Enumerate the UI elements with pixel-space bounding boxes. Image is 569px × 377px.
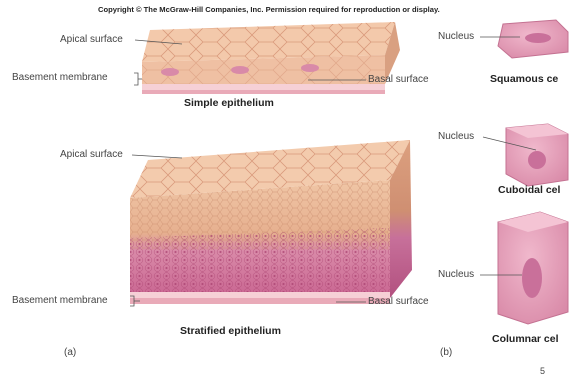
- squamous-nucleus-label: Nucleus: [438, 31, 474, 42]
- simple-epithelium-caption: Simple epithelium: [184, 97, 274, 109]
- simple-basal-surface-label: Basal surface: [368, 74, 429, 85]
- stratified-basement-membrane-label: Basement membrane: [12, 295, 108, 306]
- simple-epithelium-block: [142, 22, 400, 94]
- stratified-epithelium-block: [130, 140, 412, 304]
- stratified-epithelium-caption: Stratified epithelium: [180, 325, 281, 337]
- simple-apical-surface-label: Apical surface: [60, 34, 123, 45]
- cuboidal-nucleus-label: Nucleus: [438, 131, 474, 142]
- squamous-cell: [498, 20, 568, 58]
- columnar-cell: [498, 212, 568, 324]
- stratified-basal-surface-label: Basal surface: [368, 296, 429, 307]
- panel-a-letter: (a): [64, 347, 76, 358]
- panel-b-letter: (b): [440, 347, 452, 358]
- stratified-apical-surface-label: Apical surface: [60, 149, 123, 160]
- page-number: 5: [540, 366, 545, 376]
- cuboidal-cell: [506, 124, 568, 186]
- cuboidal-cell-caption: Cuboidal cel: [498, 184, 560, 196]
- copyright-notice: Copyright © The McGraw-Hill Companies, I…: [98, 5, 440, 14]
- columnar-nucleus-label: Nucleus: [438, 269, 474, 280]
- squamous-cell-caption: Squamous ce: [490, 73, 558, 85]
- simple-basement-membrane-label: Basement membrane: [12, 72, 108, 83]
- columnar-cell-caption: Columnar cel: [492, 333, 559, 345]
